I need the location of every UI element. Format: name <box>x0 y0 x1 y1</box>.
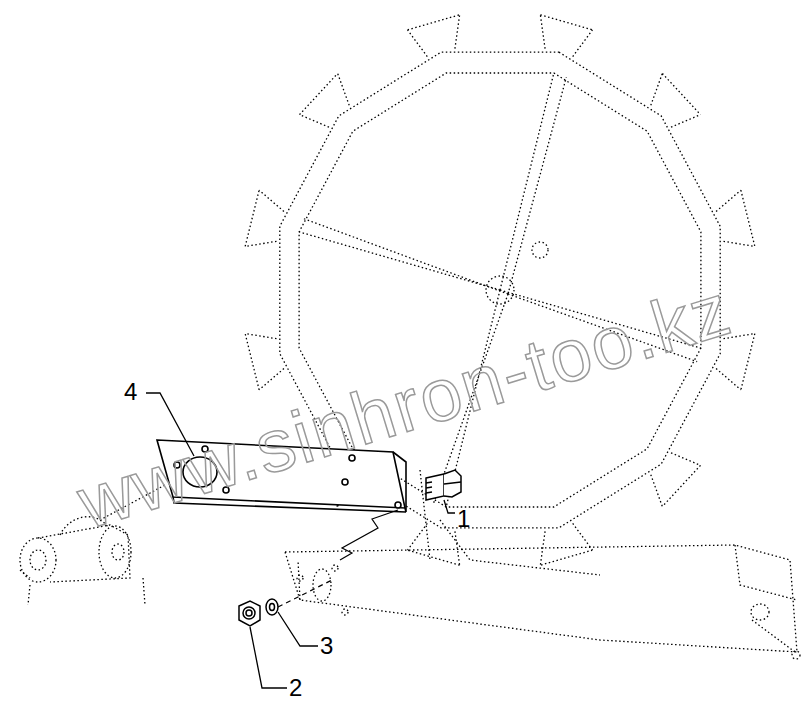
wheel-part <box>299 73 349 127</box>
wheel-part <box>245 334 284 390</box>
bolt <box>426 470 461 500</box>
wheel-part <box>540 15 592 57</box>
alignment-line <box>278 580 332 607</box>
alignment-line <box>340 510 398 560</box>
watermark: www.sinhron-too.kz <box>70 272 740 541</box>
wheel-part <box>651 73 701 127</box>
wheel-part <box>408 15 460 57</box>
frame-bar <box>285 545 800 659</box>
wheel-part <box>532 242 548 258</box>
wheel-part <box>500 73 566 294</box>
callout-number: 3 <box>320 634 333 658</box>
wheel-part <box>716 190 755 246</box>
washer <box>266 599 278 615</box>
wheel-part <box>486 276 514 304</box>
wheel-part <box>651 453 701 507</box>
callout-number: 2 <box>289 676 302 700</box>
nut <box>239 601 260 626</box>
wheel-part <box>408 523 460 565</box>
wheel-part <box>540 523 592 565</box>
callout-number: 4 <box>124 380 137 404</box>
callout-number: 1 <box>457 507 470 531</box>
wheel-part <box>420 470 600 575</box>
wheel-part <box>299 218 508 294</box>
wheel-part <box>245 190 284 246</box>
